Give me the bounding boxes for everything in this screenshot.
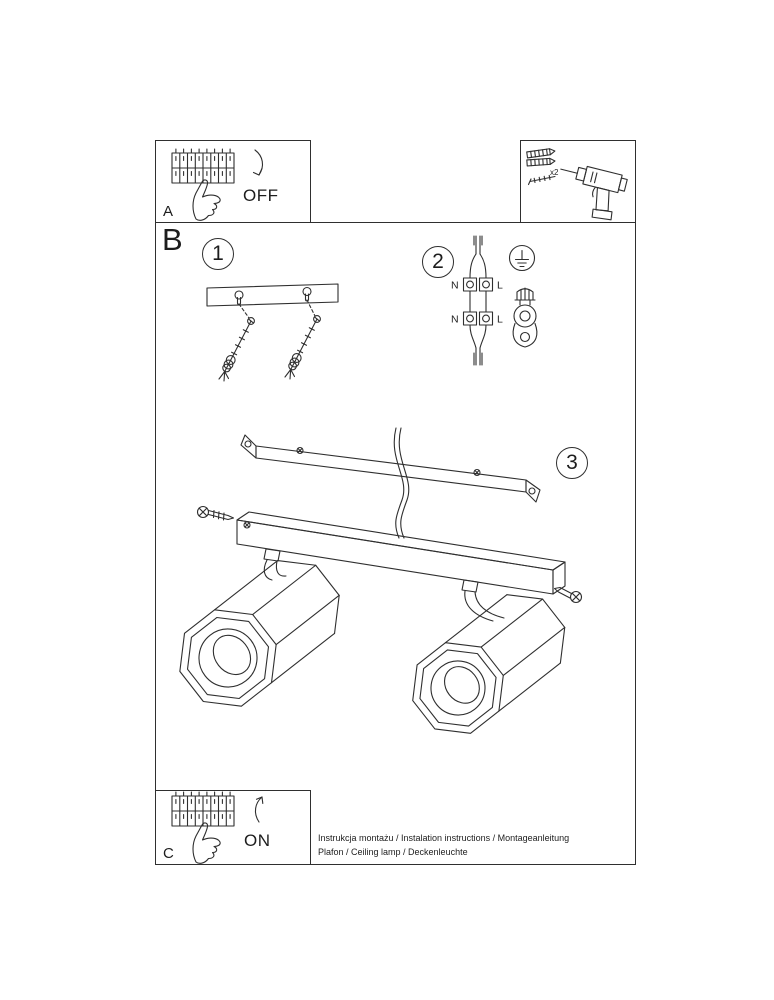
anchor-count-label: x2	[550, 168, 559, 177]
panel-c-label: C	[163, 845, 174, 862]
hand-icon	[192, 822, 221, 864]
switch-on-arrow-icon	[254, 796, 264, 823]
section-b-label: B	[162, 222, 183, 257]
wall-anchor-icon	[526, 148, 556, 167]
breaker-panel-icon	[171, 148, 235, 184]
step-2-illustration: N L N L	[451, 235, 538, 366]
switch-off-arrow-icon	[252, 149, 264, 176]
side-screw-icon	[553, 586, 583, 604]
spotlight-head-drawing	[412, 594, 566, 734]
step-1-illustration	[206, 283, 339, 382]
main-frame	[155, 222, 636, 865]
tools-illustration: x2	[526, 148, 628, 221]
drill-icon	[560, 165, 628, 221]
hand-icon	[192, 179, 221, 221]
switch-off-illustration	[171, 148, 264, 221]
power-on-label: ON	[244, 831, 271, 850]
breaker-panel-icon	[171, 791, 235, 827]
lamp-bar-drawing	[236, 511, 566, 595]
wire-label-n1: N	[451, 280, 459, 292]
panel-a-frame: OFF A	[155, 140, 311, 223]
keyhole-icon	[302, 286, 312, 297]
mounting-screw-icon	[527, 174, 556, 186]
side-screw-icon	[196, 505, 235, 521]
footer-line-2: Plafon / Ceiling lamp / Deckenleuchte	[318, 846, 468, 857]
footer-line-1: Instrukcja montażu / Instalation instruc…	[318, 833, 570, 843]
anchor-screw-icon	[284, 315, 321, 380]
pivot-yoke-drawing	[263, 548, 287, 581]
step-3-illustration	[179, 427, 583, 734]
anchor-screw-icon	[218, 317, 255, 382]
panel-c-frame: ON C	[155, 790, 311, 865]
spotlight-head-drawing	[179, 560, 340, 707]
switch-on-illustration	[171, 791, 264, 864]
tools-frame: x2	[520, 140, 636, 223]
step-2-badge: 2	[422, 246, 454, 278]
wire-label-l2: L	[497, 314, 503, 326]
earth-symbol-icon	[508, 244, 536, 272]
wire-label-l1: L	[497, 280, 503, 292]
keyhole-icon	[234, 290, 244, 300]
pivot-yoke-drawing	[461, 579, 505, 622]
step-1-badge: 1	[202, 238, 234, 270]
cable-clamp-icon	[512, 287, 538, 348]
mounting-strip-drawing	[206, 283, 339, 307]
power-off-label: OFF	[243, 186, 279, 205]
mounting-bracket-drawing	[240, 434, 541, 503]
wire-label-n2: N	[451, 314, 459, 326]
footer-text: Instrukcja montażu / Instalation instruc…	[318, 832, 569, 859]
power-cable-drawing	[393, 427, 410, 539]
wiring-diagram	[462, 235, 494, 366]
step-3-badge: 3	[556, 447, 588, 479]
alignment-dash-lines	[238, 299, 316, 319]
panel-a-label: A	[163, 203, 174, 220]
